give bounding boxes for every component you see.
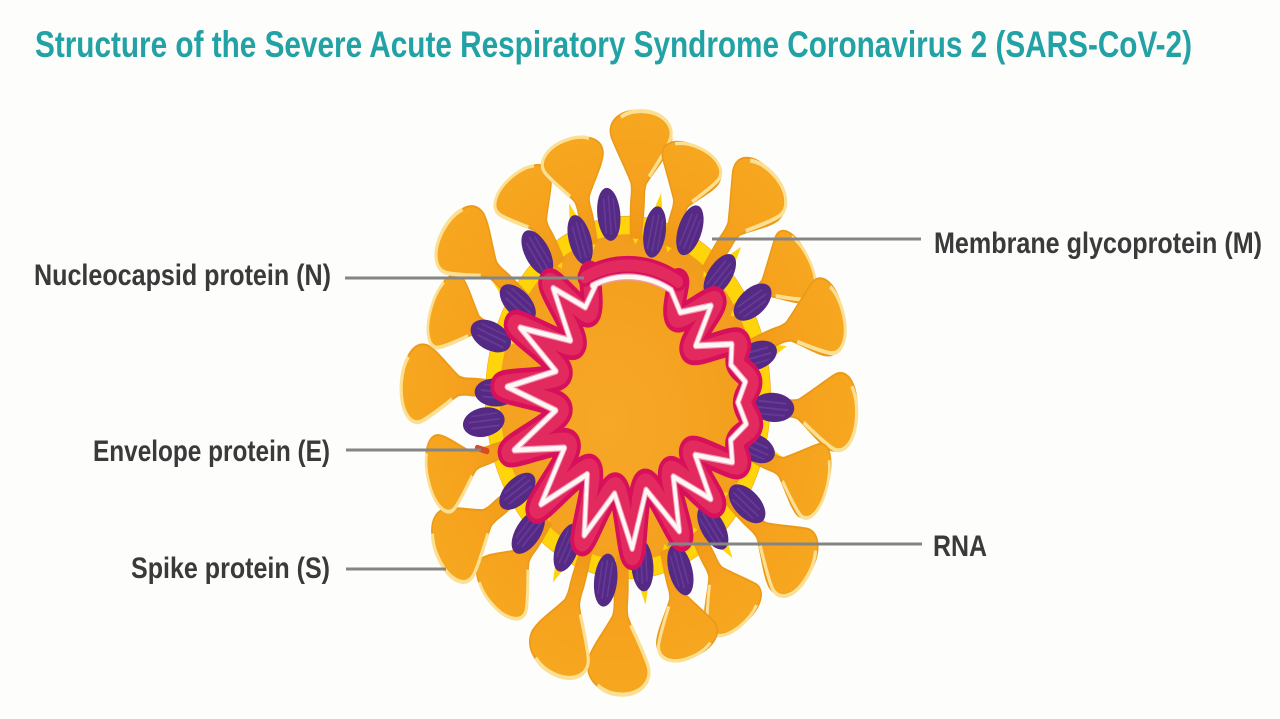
svg-text:Membrane glycoprotein (M): Membrane glycoprotein (M) [934,227,1262,260]
svg-text:Spike protein (S): Spike protein (S) [131,552,330,585]
svg-text:Envelope protein (E): Envelope protein (E) [93,435,330,468]
svg-text:Structure of the Severe Acute: Structure of the Severe Acute Respirator… [35,24,1192,65]
svg-text:RNA: RNA [933,530,987,563]
svg-text:Nucleocapsid protein (N): Nucleocapsid protein (N) [34,259,331,292]
